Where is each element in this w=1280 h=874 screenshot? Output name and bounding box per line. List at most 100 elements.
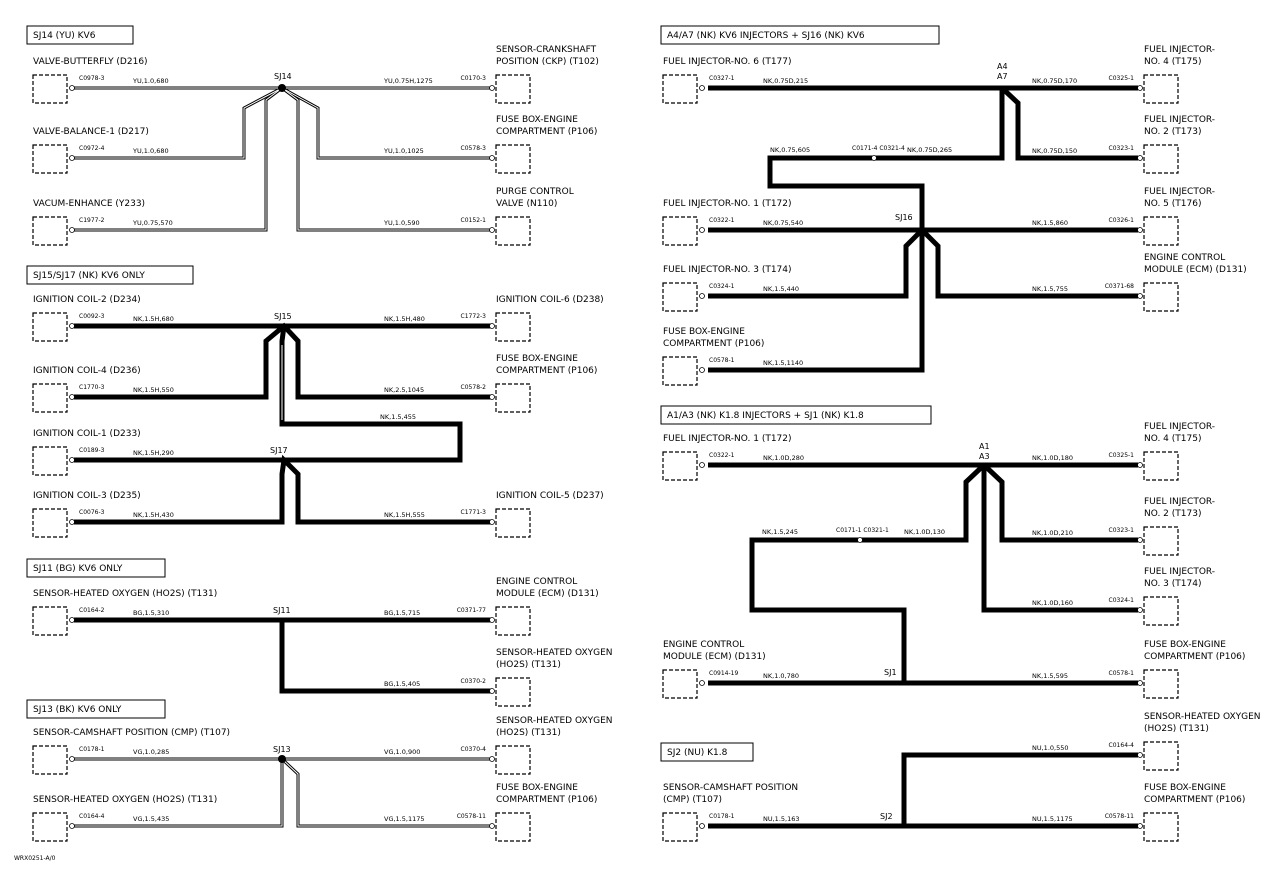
wire-label-sj15-sj17: NK,1.5,455 <box>380 413 416 421</box>
connector-label: C0578-1 <box>709 357 735 364</box>
wire-label: NK,1.5H,680 <box>133 315 174 323</box>
terminal <box>69 155 75 161</box>
terminal <box>69 617 75 623</box>
terminal <box>1137 537 1143 543</box>
wire-label: BG,1.5,715 <box>384 609 420 617</box>
connector-label: C0178-1 <box>79 746 105 753</box>
terminal <box>1137 462 1143 468</box>
wire-label: BG,1.5,310 <box>133 609 169 617</box>
wire-label: BG,1.5,405 <box>384 680 420 688</box>
wire-label: NK,1.5,1140 <box>763 359 803 367</box>
component-label: NO. 3 (T174) <box>1144 579 1201 589</box>
terminal <box>489 823 495 829</box>
component-label: COMPARTMENT (P106) <box>1144 795 1245 805</box>
component-box <box>662 669 698 699</box>
wire-label: NK,1.0,780 <box>763 672 799 680</box>
wire-label: VG,1.0,900 <box>384 748 420 756</box>
component-box <box>32 216 68 246</box>
splice-sj15: SJ15 <box>274 312 292 321</box>
component-box <box>495 677 531 707</box>
section-sj14-title: SJ14 (YU) KV6 <box>26 25 134 45</box>
component-label: FUEL INJECTOR-NO. 1 (T172) <box>663 434 792 444</box>
terminal <box>699 680 705 686</box>
wire-label: NU,1.5,1175 <box>1032 815 1073 823</box>
component-label: COMPARTMENT (P106) <box>663 339 764 349</box>
splice-a1: A1 <box>979 442 990 451</box>
component-box <box>1143 74 1179 104</box>
connector-label: C0152-1 <box>461 217 487 224</box>
wire-label: VG,1.5,435 <box>133 815 169 823</box>
component-label: FUSE BOX-ENGINE <box>496 115 578 125</box>
wire-label: NK,1.0D,280 <box>763 454 804 462</box>
connector-label: C0578-3 <box>461 145 487 152</box>
wire-label: NK,0.75,540 <box>763 219 803 227</box>
inline-connector-a4: C0171-4 C0321-4 <box>852 145 905 152</box>
component-label: SENSOR-HEATED OXYGEN (HO2S) (T131) <box>33 589 217 599</box>
splice-sj14-dot <box>278 84 286 92</box>
component-label: VALVE (N110) <box>496 199 557 209</box>
branch-labels: NK,1.5,455 C0171-4 C0321-4 NK,0.75,605 N… <box>380 145 952 536</box>
terminal <box>69 85 75 91</box>
connector-label: C0325-1 <box>1109 452 1135 459</box>
connector-label: C0325-1 <box>1109 75 1135 82</box>
terminal <box>1137 752 1143 758</box>
component-label: SENSOR-HEATED OXYGEN <box>1144 712 1261 722</box>
inline-connector-a1: C0171-1 C0321-1 <box>836 527 889 534</box>
section-a4a7-title: A4/A7 (NK) KV6 INJECTORS + SJ16 (NK) KV6 <box>660 25 940 45</box>
component-label: (HO2S) (T131) <box>496 660 561 670</box>
component-label: POSITION (CKP) (T102) <box>496 57 599 67</box>
component-box <box>1143 741 1179 771</box>
component-box <box>32 74 68 104</box>
terminal <box>69 519 75 525</box>
component-box <box>1143 812 1179 842</box>
connector-label: C1771-3 <box>461 509 487 516</box>
terminal <box>69 323 75 329</box>
section-a1a3-title: A1/A3 (NK) K1.8 INJECTORS + SJ1 (NK) K1.… <box>660 405 932 425</box>
wire-label: NK,1.5,755 <box>1032 285 1068 293</box>
component-label: IGNITION COIL-2 (D234) <box>33 295 141 305</box>
component-box <box>32 446 68 476</box>
component-box <box>32 745 68 775</box>
splice-sj13: SJ13 <box>273 745 291 754</box>
wires-sj13 <box>74 755 492 828</box>
component-box <box>495 812 531 842</box>
component-label: NO. 2 (T173) <box>1144 509 1201 519</box>
component-box <box>1143 669 1179 699</box>
wire-label: VG,1.0,285 <box>133 748 169 756</box>
component-label: ENGINE CONTROL <box>496 577 577 587</box>
component-box <box>662 282 698 312</box>
svg-text:SJ11 (BG) KV6 ONLY: SJ11 (BG) KV6 ONLY <box>33 564 123 574</box>
splice-a7: A7 <box>997 72 1008 81</box>
connector-label: C0323-1 <box>1109 145 1135 152</box>
connector-label: C0322-1 <box>709 452 735 459</box>
wire-label: NK,0.75D,170 <box>1032 77 1077 85</box>
connector-label: C0578-11 <box>457 813 486 820</box>
terminal <box>699 462 705 468</box>
connector-label: C0371-68 <box>1105 283 1134 290</box>
splice-labels: SJ14 SJ15 SJ17 SJ11 SJ13 SJ16 SJ1 SJ2 A4… <box>270 62 1008 821</box>
component-box <box>495 508 531 538</box>
connector-label: C0170-3 <box>461 75 487 82</box>
svg-text:A1/A3 (NK) K1.8 INJECTORS + SJ: A1/A3 (NK) K1.8 INJECTORS + SJ1 (NK) K1.… <box>667 411 864 421</box>
component-label: SENSOR-CAMSHAFT POSITION (CMP) (T107) <box>33 728 230 738</box>
component-label: FUEL INJECTOR-NO. 3 (T174) <box>663 265 792 275</box>
component-label: SENSOR-CRANKSHAFT <box>496 45 597 55</box>
wires-sj2 <box>708 752 1138 829</box>
wire-label: YU,1.0,590 <box>383 219 420 227</box>
wires-sj14 <box>74 84 492 232</box>
splice-a4: A4 <box>997 62 1008 71</box>
connector-label: C0978-3 <box>79 75 105 82</box>
component-box <box>495 383 531 413</box>
component-label: IGNITION COIL-1 (D233) <box>33 429 141 439</box>
wire-label: YU,1.0,680 <box>132 77 169 85</box>
wire-label: YU,1.0,1025 <box>383 147 424 155</box>
component-box <box>495 606 531 636</box>
wires-sj11 <box>74 617 492 694</box>
component-box <box>495 216 531 246</box>
wire-label: NK,1.5H,480 <box>384 315 425 323</box>
component-label: COMPARTMENT (P106) <box>1144 652 1245 662</box>
component-label: NO. 4 (T175) <box>1144 434 1201 444</box>
terminal <box>69 823 75 829</box>
component-box <box>662 451 698 481</box>
